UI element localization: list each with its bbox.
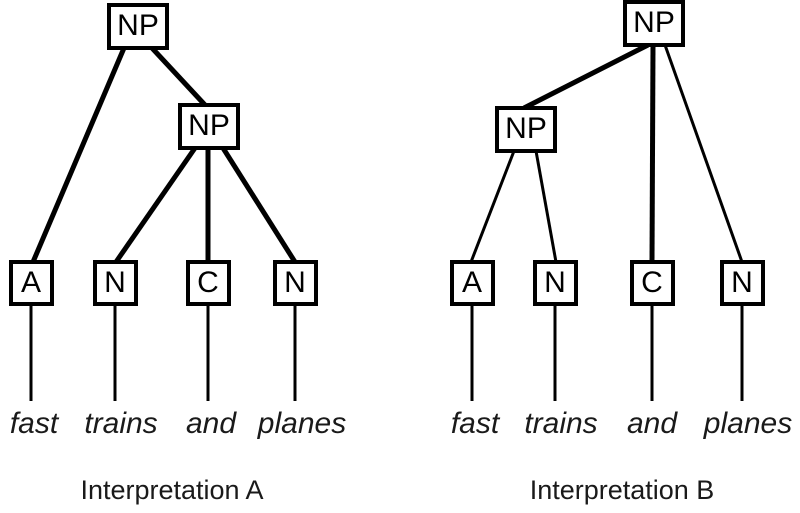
- tree-edge: [220, 146, 298, 264]
- node-box: [630, 260, 675, 306]
- node-label: A: [21, 266, 41, 299]
- node-label: C: [641, 266, 663, 299]
- node-label: NP: [633, 6, 675, 39]
- tree-edge: [522, 42, 650, 111]
- tree-edge: [663, 44, 744, 263]
- word-a-word-fast: fast: [10, 407, 60, 440]
- tree-edges: [30, 46, 298, 264]
- node-b-leaf-n1[interactable]: N: [533, 260, 578, 306]
- node-label: C: [197, 266, 219, 299]
- node-label: NP: [188, 109, 230, 142]
- node-box: [495, 106, 557, 153]
- node-b-root-np[interactable]: NP: [623, 0, 685, 47]
- word-b-word-planes: planes: [703, 407, 792, 440]
- tree-edges: [469, 42, 744, 263]
- word-a-word-and: and: [186, 407, 237, 440]
- tree-edge: [30, 47, 127, 263]
- node-label: N: [731, 266, 753, 299]
- node-label: A: [462, 266, 482, 299]
- node-a-leaf-a[interactable]: A: [9, 260, 54, 306]
- tree-caption: Interpretation A: [80, 475, 263, 505]
- leaf-stems: [470, 304, 744, 401]
- node-box: [623, 0, 685, 47]
- node-box: [533, 260, 578, 306]
- node-box: [178, 103, 240, 150]
- word-a-word-trains: trains: [84, 407, 157, 440]
- node-box: [93, 260, 138, 306]
- node-box: [450, 260, 495, 306]
- word-b-word-and: and: [627, 407, 678, 440]
- node-a-leaf-n1[interactable]: N: [93, 260, 138, 306]
- node-a-leaf-c[interactable]: C: [186, 260, 231, 306]
- tree-edge: [150, 46, 207, 107]
- leaf-stems: [29, 304, 297, 401]
- node-b-leaf-n2[interactable]: N: [720, 260, 765, 306]
- node-b-inner-np[interactable]: NP: [495, 106, 557, 153]
- node-b-leaf-c[interactable]: C: [630, 260, 675, 306]
- node-box: [186, 260, 231, 306]
- node-box: [9, 260, 54, 306]
- node-a-inner-np[interactable]: NP: [178, 103, 240, 150]
- node-b-leaf-a[interactable]: A: [450, 260, 495, 306]
- node-box: [720, 260, 765, 306]
- node-box: [107, 3, 169, 50]
- node-label: NP: [117, 9, 159, 42]
- word-b-word-trains: trains: [524, 407, 597, 440]
- word-a-word-planes: planes: [257, 407, 346, 440]
- node-label: N: [104, 266, 126, 299]
- node-a-leaf-n2[interactable]: N: [273, 260, 318, 306]
- tree-edge: [534, 150, 558, 263]
- tree-edge: [469, 150, 516, 263]
- node-label: N: [544, 266, 566, 299]
- node-label: NP: [505, 112, 547, 145]
- node-box: [273, 260, 318, 306]
- node-a-root-np[interactable]: NP: [107, 3, 169, 50]
- tree-caption: Interpretation B: [530, 475, 715, 505]
- node-label: N: [284, 266, 306, 299]
- word-b-word-fast: fast: [451, 407, 501, 440]
- tree-edge: [113, 146, 198, 264]
- tree-edge: [649, 44, 656, 263]
